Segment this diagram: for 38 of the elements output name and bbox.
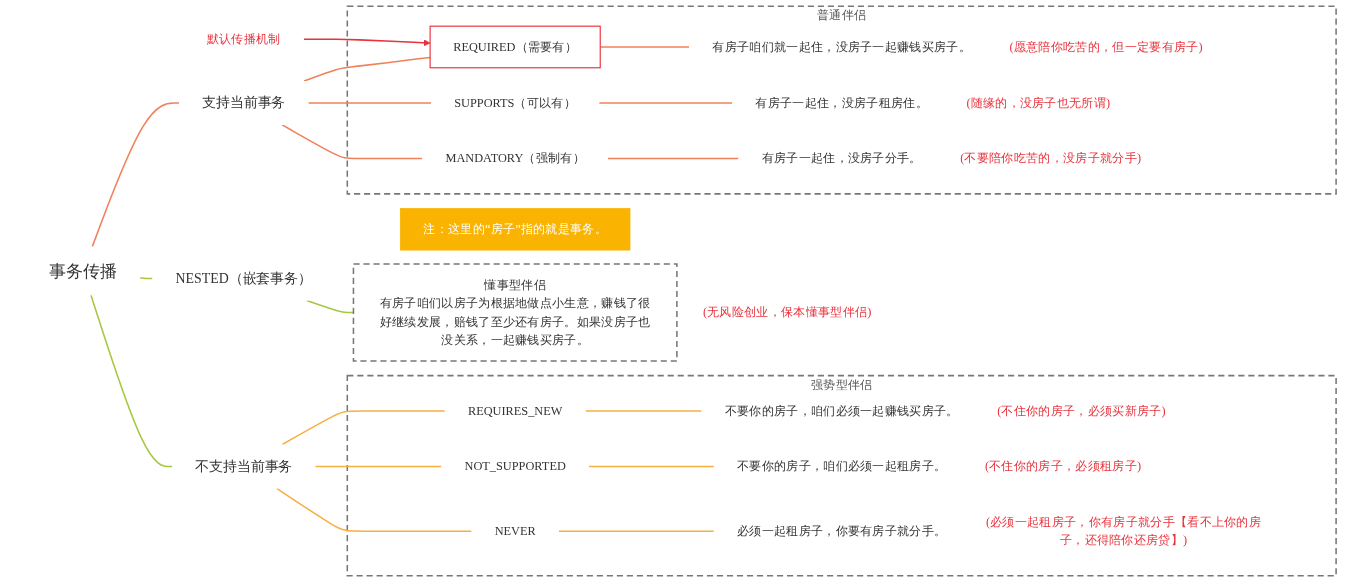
connector	[281, 124, 423, 160]
node-box: 注：这里的“房子”指的就是事务。	[399, 208, 631, 251]
node-text: 事务传播	[49, 261, 117, 281]
node-text: 默认传播机制	[206, 32, 281, 46]
node-text: NESTED（嵌套事务）	[175, 270, 312, 286]
node-text: 有房子一起住，没房子租房住。	[755, 96, 928, 110]
node-text: 支持当前事务	[202, 94, 286, 111]
node-label: (不住你的房子，必须买新房子)	[997, 404, 1166, 418]
connector	[281, 410, 446, 446]
node-text: 不要你的房子，咱们必须一起赚钱买房子。	[724, 404, 959, 418]
node-label: (随缘的，没房子也无所谓)	[966, 96, 1111, 110]
connector	[314, 465, 443, 468]
node-box: 懂事型伴侣 有房子咱们以房子为根据地做点小生意，赚钱了很好继续发展，赔钱了至少还有房子。如果没房子也没关系，一起赚钱买房子。	[352, 263, 678, 362]
node-text: 有房子咱们就一起住，没房子一起赚钱买房子。	[712, 40, 971, 54]
connector	[275, 487, 473, 532]
connector	[588, 465, 715, 468]
connector	[598, 102, 733, 104]
node-text: REQUIRES_NEW	[467, 404, 563, 418]
connector	[607, 157, 740, 160]
node-label: (愿意陪你吃苦的，但一定要有房子)	[1009, 40, 1203, 54]
node-text: 有房子一起住，没房子分手。	[761, 151, 922, 165]
node-label: (不住你的房子，必须租房子)	[984, 459, 1141, 473]
node-text: NEVER	[494, 524, 536, 538]
node-text: MANDATORY（强制有）	[445, 151, 585, 165]
node-label: (必须一起租房子，你有房子就分手【看不上你的房子，还得陪你还房贷】)	[985, 515, 1261, 547]
node-text: SUPPORTS（可以有）	[454, 96, 576, 110]
node-text: 不支持当前事务	[195, 458, 293, 474]
connector	[557, 530, 715, 532]
node-label: (不要陪你吃苦的，没房子就分手)	[960, 151, 1141, 165]
connector	[307, 102, 432, 104]
node-text: NOT_SUPPORTED	[464, 459, 566, 473]
connector	[584, 410, 703, 412]
node-text: 必须一起租房子，你要有房子就分手。	[736, 524, 947, 538]
node-label: (无风险创业，保本懂事型伴侣)	[702, 305, 872, 319]
node-box: REQUIRED（需要有）	[429, 25, 601, 69]
connector	[90, 294, 173, 468]
connector	[91, 102, 180, 248]
node-text: 不要你的房子，咱们必须一起租房子。	[736, 459, 947, 473]
